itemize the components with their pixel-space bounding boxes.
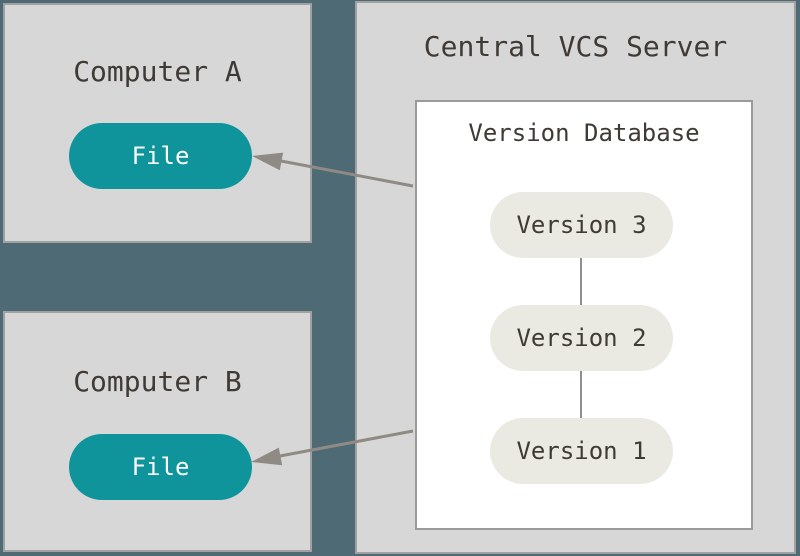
computer-b-title: Computer B [73, 365, 242, 398]
computer-b-box: Computer B File [3, 311, 312, 552]
central-vcs-server-title: Central VCS Server [423, 30, 728, 63]
version-1-label: Version 1 [516, 437, 647, 465]
version-1-node: Version 1 [490, 418, 673, 484]
version-3-label: Version 3 [516, 211, 647, 239]
version-3-node: Version 3 [490, 192, 673, 258]
computer-b-file-label: File [131, 453, 190, 481]
version-2-node: Version 2 [490, 305, 673, 371]
computer-a-title: Computer A [73, 55, 242, 88]
central-vcs-server-box: Central VCS Server Version Database Vers… [355, 1, 796, 554]
version-database-title: Version Database [468, 119, 700, 147]
computer-b-file-node: File [69, 434, 252, 500]
version-connector-3-2 [580, 258, 582, 305]
version-database-box: Version Database Version 3 Version 2 Ver… [415, 100, 753, 530]
computer-a-box: Computer A File [3, 3, 312, 243]
version-2-label: Version 2 [516, 324, 647, 352]
computer-a-file-node: File [69, 123, 252, 189]
computer-a-file-label: File [131, 142, 190, 170]
version-connector-2-1 [580, 371, 582, 418]
